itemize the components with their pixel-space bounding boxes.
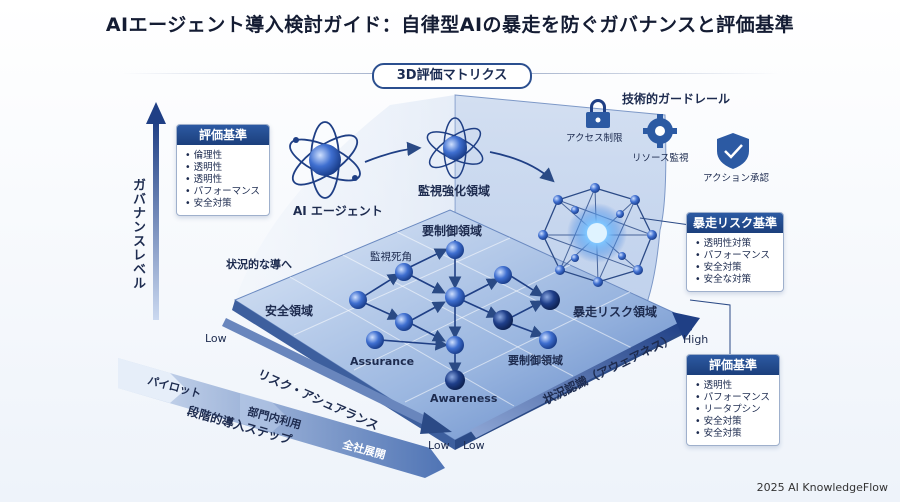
left-wall-panel — [235, 95, 455, 300]
lock-icon — [586, 99, 610, 128]
connector-eval-card — [689, 299, 731, 355]
region-monitor-enhanced: 監視強化領域 — [418, 184, 491, 198]
risk-axis-bar — [222, 318, 430, 426]
agent-label: AI エージェント — [293, 204, 383, 218]
matrix-badge: 3D評価マトリクス — [372, 63, 532, 89]
agent-atom-icon — [289, 121, 361, 199]
list-item: 倫理性 — [185, 150, 263, 162]
shield-check-icon — [717, 133, 749, 169]
region-runaway: 暴走リスク領域 — [573, 305, 658, 319]
list-item: リータプシン — [695, 404, 773, 416]
risk-low-end-label: Low — [428, 439, 450, 452]
awareness-axis-bar — [470, 322, 686, 438]
list-item: 安全対策 — [185, 198, 263, 210]
card-evaluation-left: 評価基準 倫理性 透明性 透明性 パフォーマンス 安全対策 — [176, 124, 270, 216]
awareness-high-label: High — [683, 333, 709, 346]
step-chevron-1 — [118, 358, 186, 403]
list-item: パフォーマンス — [695, 392, 773, 404]
list-item: 安全対策 — [695, 428, 773, 440]
region-assurance: Assurance — [350, 355, 415, 368]
card-runaway-risk: 暴走リスク基準 透明性対策 パフォーマンス 安全対策 安全な対策 — [686, 212, 784, 292]
region-situational: 状況的な導へ — [226, 258, 292, 271]
footer-credit: 2025 AI KnowledgeFlow — [756, 481, 888, 494]
gear-icon — [643, 114, 677, 148]
awareness-low-label: Low — [463, 439, 485, 452]
card-evaluation-right-list: 透明性 パフォーマンス リータプシン 安全対策 安全対策 — [695, 380, 773, 440]
monitor-atom-icon — [426, 117, 484, 179]
list-item: 透明性対策 — [695, 238, 777, 250]
page-title: AIエージェント導入検討ガイド：自律型AIの暴走を防ぐガバナンスと評価基準 — [105, 14, 795, 36]
list-item: パフォーマンス — [185, 186, 263, 198]
region-awareness: Awareness — [430, 392, 498, 405]
connector-runaway-card — [639, 217, 691, 226]
card-evaluation-left-list: 倫理性 透明性 透明性 パフォーマンス 安全対策 — [185, 150, 263, 210]
runaway-core-network — [538, 183, 657, 287]
region-safe: 安全領域 — [265, 304, 314, 318]
card-runaway-risk-list: 透明性対策 パフォーマンス 安全対策 安全な対策 — [695, 238, 777, 286]
card-runaway-risk-title: 暴走リスク基準 — [687, 213, 783, 233]
agent-to-monitor-arrow — [364, 141, 422, 163]
network-nodes — [349, 241, 560, 390]
card-evaluation-left-title: 評価基準 — [177, 125, 269, 145]
step-chevron-2 — [240, 393, 288, 432]
governance-axis-arrowhead — [146, 102, 166, 124]
guardrail-access-label: アクセス制限 — [566, 133, 623, 144]
list-item: 安全対策 — [695, 262, 777, 274]
card-evaluation-right-title: 評価基準 — [687, 355, 779, 375]
guardrail-resource-label: リソース監視 — [632, 153, 689, 164]
list-item: 安全対策 — [695, 416, 773, 428]
list-item: 透明性 — [185, 174, 263, 186]
governance-axis-bar — [153, 120, 159, 320]
guardrails-title: 技術的ガードレール — [622, 92, 731, 106]
risk-axis-arrowhead — [420, 412, 452, 434]
guardrail-action-label: アクション承認 — [703, 173, 770, 184]
list-item: パフォーマンス — [695, 250, 777, 262]
monitor-to-core-arrow — [489, 151, 555, 183]
risk-low-label: Low — [205, 332, 227, 345]
axis-governance-label: ガバナンスレベル — [130, 178, 145, 290]
awareness-axis-arrowhead — [672, 312, 700, 340]
region-monitor-small: 監視死角 — [370, 251, 412, 263]
region-control-top: 要制御領域 — [422, 224, 483, 238]
list-item: 安全な対策 — [695, 274, 777, 286]
list-item: 透明性 — [695, 380, 773, 392]
list-item: 透明性 — [185, 162, 263, 174]
region-control-bottom: 要制御領域 — [508, 354, 563, 367]
card-evaluation-right: 評価基準 透明性 パフォーマンス リータプシン 安全対策 安全対策 — [686, 354, 780, 446]
